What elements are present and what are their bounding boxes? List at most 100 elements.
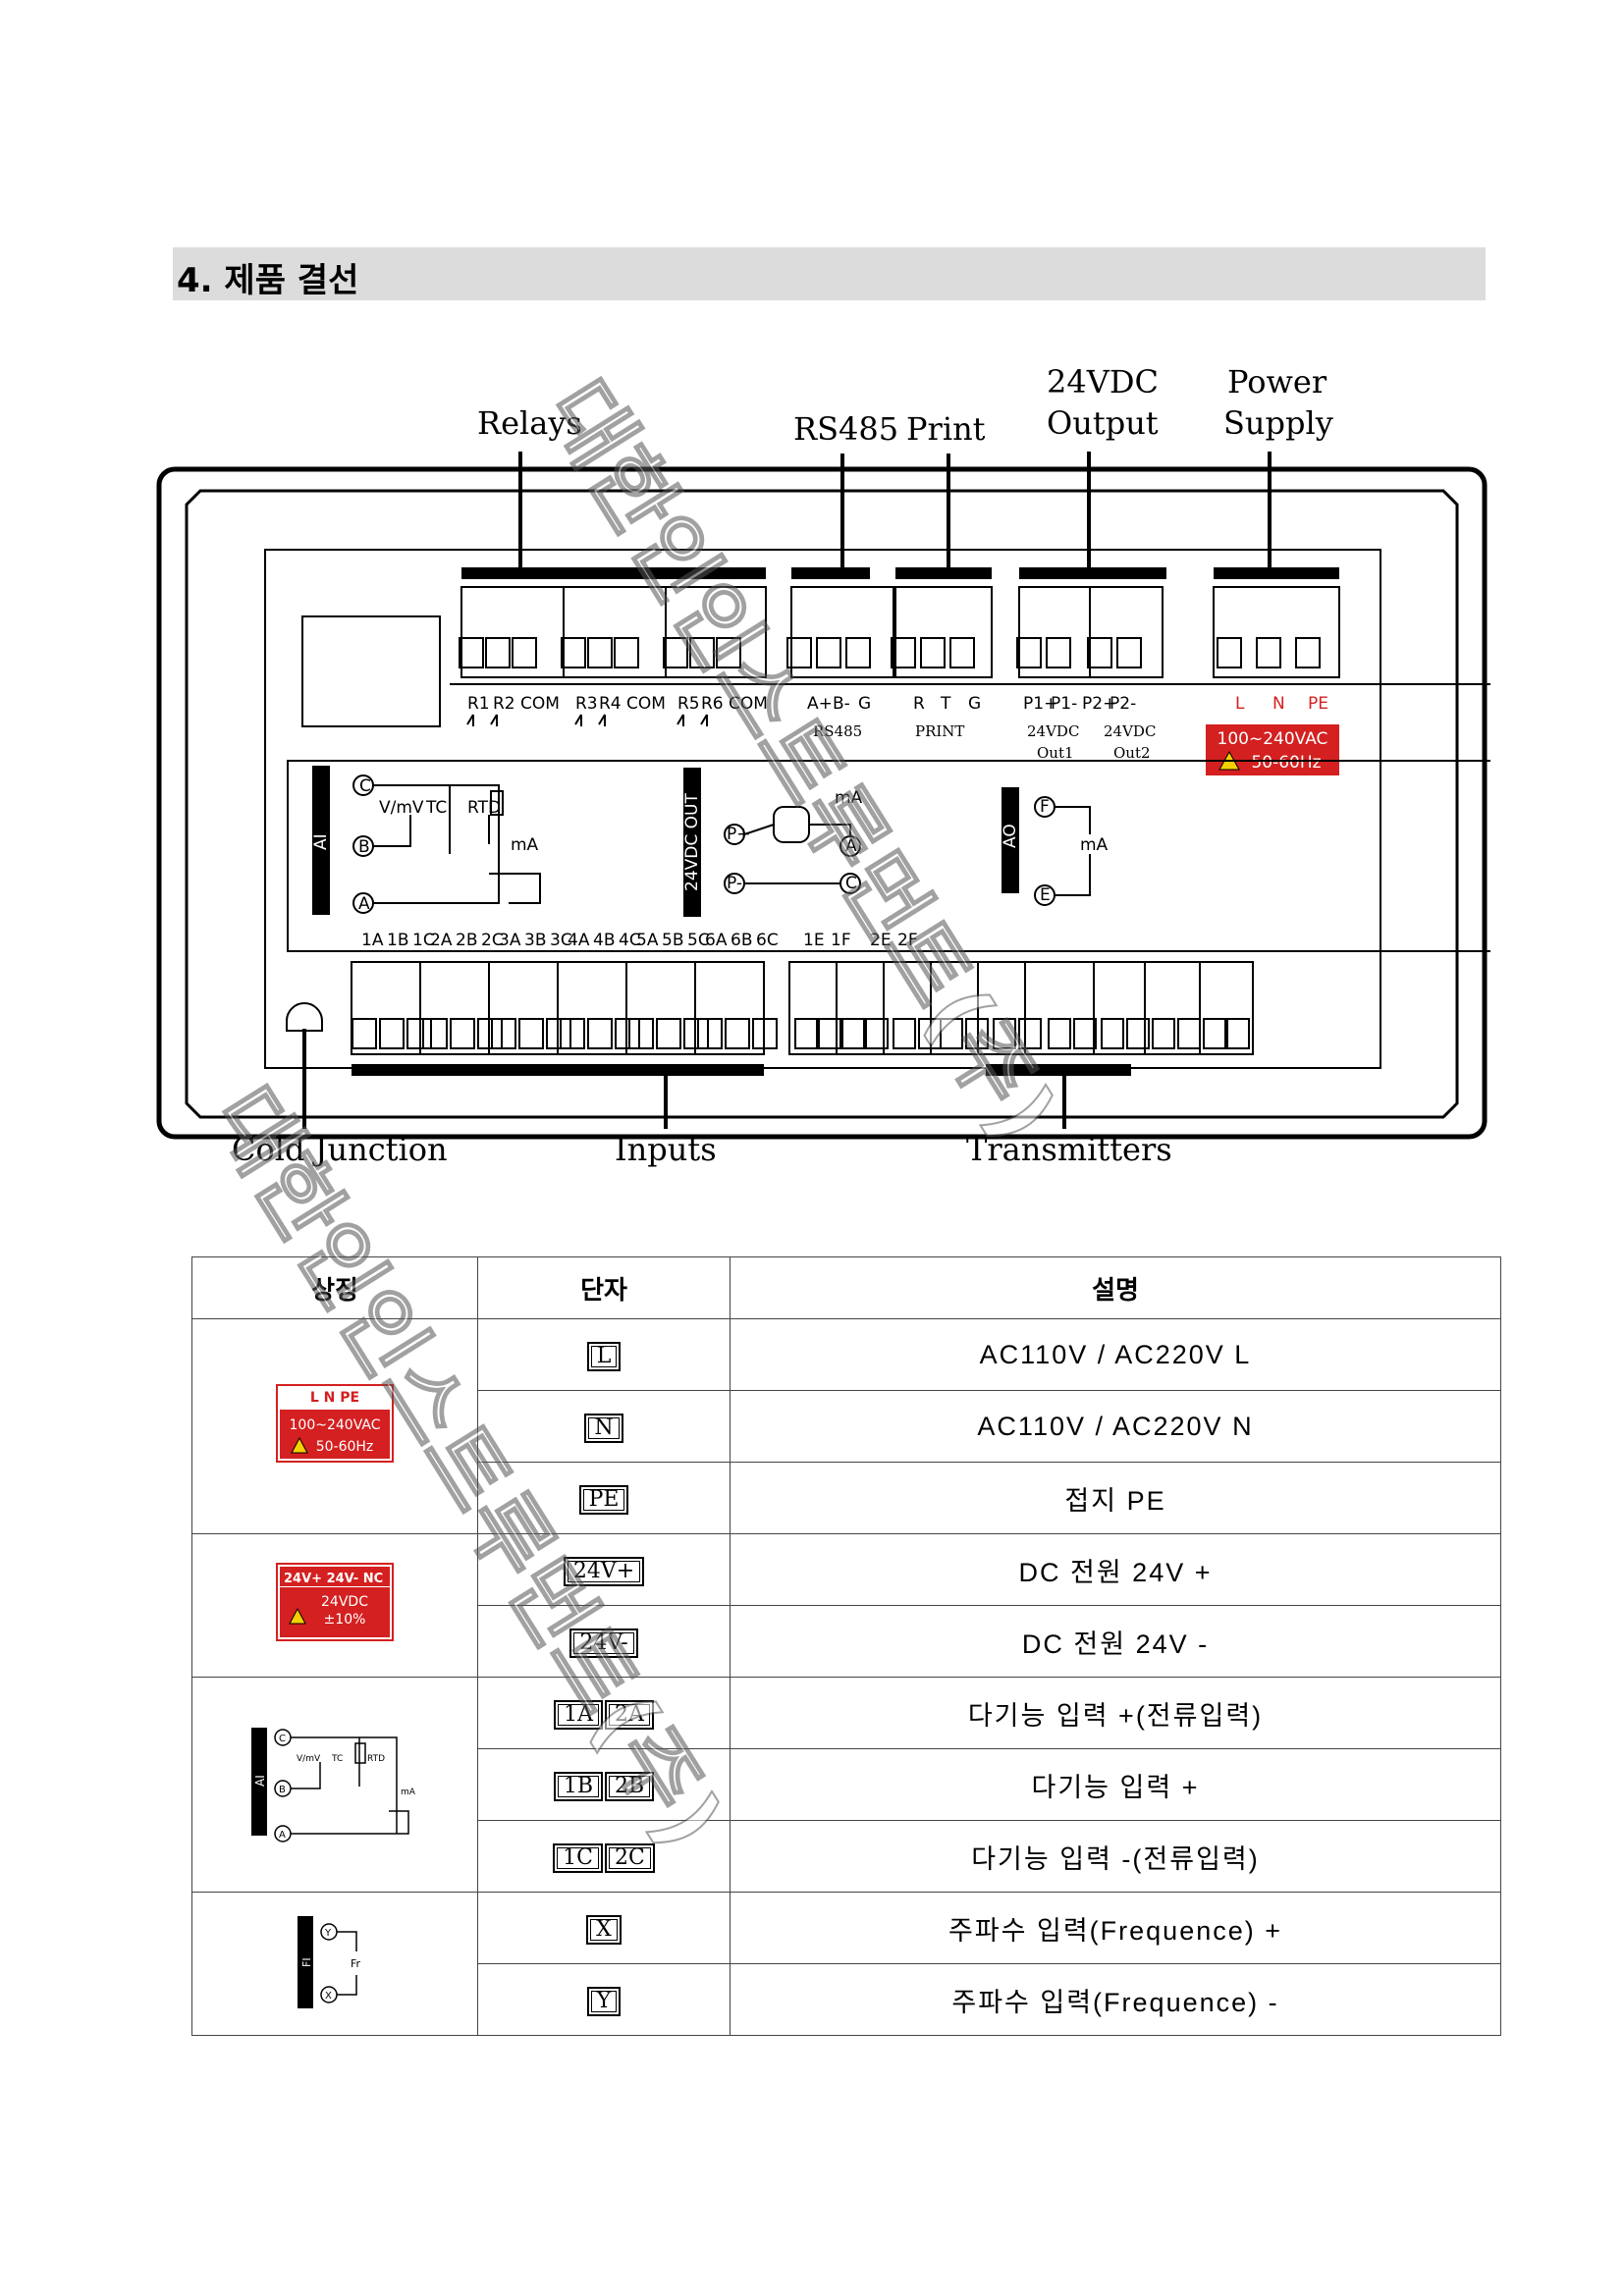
terminal-label-top: N <box>1272 694 1285 714</box>
terminal-screw <box>794 1018 818 1049</box>
fi-sym-y: Y <box>324 1928 332 1939</box>
ao-e: E <box>1040 885 1051 905</box>
terminal-label: 1B <box>553 1771 603 1801</box>
terminal-label-top: COM <box>520 694 560 714</box>
terminal-screw <box>406 1018 432 1049</box>
table-row: 24V- DC 전원 24V - <box>192 1605 1501 1678</box>
terminal-screw <box>818 1018 841 1049</box>
terminal-cell: X <box>477 1892 731 1964</box>
terminal-label: 2C <box>605 1842 655 1873</box>
terminal-label-top: T <box>940 694 951 714</box>
terminal-label-top: R <box>913 694 925 714</box>
terminal-label-top: R3 <box>575 694 598 714</box>
terminal-cell: L <box>477 1318 731 1391</box>
terminal-cell: Y <box>477 1963 731 2036</box>
ai-sym-vmv: V/mV <box>297 1754 321 1764</box>
fi-sym-tag: FI <box>300 1957 313 1967</box>
terminal-label-top: R4 <box>599 694 622 714</box>
power-symbol-top: L N PE <box>310 1390 359 1406</box>
terminal-label-top: R6 <box>701 694 724 714</box>
sub-print: PRINT <box>915 722 964 740</box>
vout-pminus: P- <box>727 874 742 893</box>
terminal-label-bottom: 3B <box>524 931 546 950</box>
description-cell: AC110V / AC220V L <box>730 1318 1501 1391</box>
terminal-screw <box>459 637 484 668</box>
terminal-label-bottom: 4C <box>619 931 641 950</box>
terminal-screw <box>949 637 975 668</box>
terminal-screw <box>725 1018 750 1049</box>
terminal-label: 1A <box>554 1699 603 1730</box>
terminal-label-top: P2- <box>1110 694 1136 714</box>
sub-out1-b: Out1 <box>1037 744 1074 762</box>
section-title: 4. 제품 결선 <box>177 261 359 300</box>
terminal-label-bottom: 5C <box>687 931 710 950</box>
terminal-label: 2B <box>605 1771 655 1801</box>
terminal-screw <box>615 1018 640 1049</box>
24vdc-symbol-line2: ±10% <box>324 1612 366 1628</box>
wiring-diagram: Relays RS485 Print 24VDC Output Power Su… <box>156 363 1490 1168</box>
terminal-screw <box>845 637 871 668</box>
terminal-label-bottom: 6C <box>756 931 779 950</box>
table-row: 24V+ 24V- NC 24VDC ±10% 24V+ DC 전원 24V + <box>191 1533 1501 1678</box>
terminal-screw <box>993 1018 1016 1049</box>
symbol-ai: AI C B A V/mV TC RTD mA <box>191 1677 478 1893</box>
terminal-label: 24V- <box>569 1628 638 1658</box>
terminal-cell: PE <box>477 1462 731 1534</box>
terminal-label: 24V+ <box>563 1556 645 1586</box>
ai-tag: AI <box>311 833 331 850</box>
ai-sym-c: C <box>279 1734 286 1744</box>
terminal-screw <box>965 1018 989 1049</box>
power-badge-line1: 100~240VAC <box>1218 729 1328 749</box>
vout-tag: 24VDC OUT <box>682 793 702 891</box>
ai-sym-b: B <box>279 1785 286 1795</box>
warning-icon <box>289 1607 306 1625</box>
ai-sym-rtd: RTD <box>367 1754 385 1764</box>
ao-f: F <box>1040 797 1050 817</box>
terminal-screw <box>752 1018 778 1049</box>
label-print: Print <box>906 410 986 448</box>
terminal-label-bottom: 2E <box>870 931 892 950</box>
sub-out2-b: Out2 <box>1113 744 1151 762</box>
table-header-row: 상징 단자 설명 <box>191 1256 1501 1319</box>
description-cell: 주파수 입력(Frequence) - <box>730 1963 1501 2036</box>
terminal-label-top: R1 <box>467 694 490 714</box>
terminal-screw <box>560 1018 585 1049</box>
terminal-label-top: R2 <box>493 694 515 714</box>
vout-a: A <box>845 836 857 856</box>
ai-a: A <box>358 894 370 914</box>
power-symbol-line1: 100~240VAC <box>290 1417 381 1433</box>
terminal-screw <box>1073 1018 1097 1049</box>
terminal-screw <box>491 1018 516 1049</box>
terminal-screw <box>920 637 946 668</box>
terminal-label-top: COM <box>626 694 666 714</box>
terminal-label-bottom: 3A <box>499 931 521 950</box>
terminal-screw <box>561 637 586 668</box>
section-heading: 4. 제품 결선 <box>173 247 1486 300</box>
terminal-screw <box>786 637 812 668</box>
terminal-screw <box>614 637 639 668</box>
header-description: 설명 <box>730 1256 1501 1319</box>
terminal-screw <box>893 1018 916 1049</box>
description-cell: 다기능 입력 -(전류입력) <box>730 1820 1501 1893</box>
terminal-label-bottom: 6B <box>731 931 752 950</box>
terminal-screw <box>697 1018 723 1049</box>
24vdc-symbol-top: 24V+ 24V- NC <box>284 1572 383 1586</box>
terminal-cell: N <box>477 1390 731 1463</box>
label-24vdc: 24VDC <box>1047 363 1159 400</box>
terminal-screw <box>1087 637 1112 668</box>
terminal-label-bottom: 2A <box>430 931 453 950</box>
ao-ma: mA <box>1080 835 1109 855</box>
terminal-label-bottom: 2C <box>481 931 504 950</box>
terminal-label-bottom: 1A <box>361 931 384 950</box>
terminal-screw <box>816 637 841 668</box>
terminal-screw <box>716 637 741 668</box>
description-cell: 주파수 입력(Frequence) + <box>730 1892 1501 1964</box>
terminal-screw <box>1101 1018 1124 1049</box>
terminal-screw <box>891 637 916 668</box>
vout-c: C <box>845 874 857 893</box>
terminal-screw <box>422 1018 448 1049</box>
